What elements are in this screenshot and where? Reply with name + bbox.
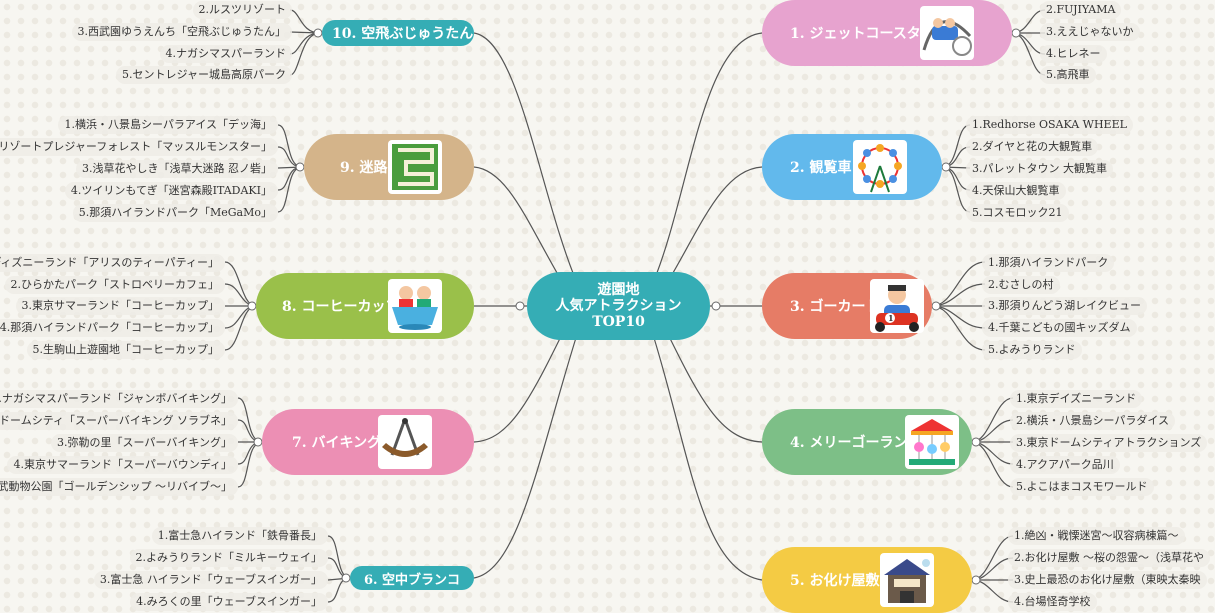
list-item: 4.ツイリンもてぎ「迷宮森殿ITADAKI」 [64, 182, 278, 200]
branch-label: 9. 迷路 [340, 160, 388, 176]
merry-go-round-icon [905, 415, 959, 469]
list-item: 1.那須ハイランドパーク [982, 254, 1115, 272]
list-item: 3.那須りんどう湖レイクビュー [982, 297, 1147, 315]
branch-go-kart[interactable]: 3. ゴーカート 1 [762, 273, 932, 339]
list-item: 4.東京サマーランド「スーパーバウンディ」 [7, 456, 238, 474]
list-item: 4.みろくの里「ウェーブスインガー」 [130, 593, 328, 611]
coffee-cup-icon [388, 279, 442, 333]
branch-label: 7. バイキング [292, 435, 382, 451]
list-item: 2.むさしの村 [982, 276, 1060, 294]
branch-label: 1. ジェットコースター [790, 26, 935, 42]
list-item: 3.ええじゃないか [1040, 23, 1140, 41]
branch-label: 2. 観覧車 [790, 160, 852, 176]
list-item: 1.横浜・八景島シーパラアイス「デッ海」 [58, 116, 278, 134]
list-item: 4.アクアパーク品川 [1010, 456, 1120, 474]
list-item: 武動物公園「ゴールデンシップ ～リバイブ～」 [0, 478, 238, 496]
list-item: 5.よこはまコスモワールド [1010, 478, 1154, 496]
list-item: 2.ひらかたパーク「ストロベリーカフェ」 [4, 276, 225, 294]
branch-label: 5. お化け屋敷 [790, 573, 880, 589]
list-item: 4.天保山大観覧車 [966, 182, 1066, 200]
branch-label: 4. メリーゴーランド [790, 435, 922, 451]
list-item: 4.那須ハイランドパーク「コーヒーカップ」 [0, 319, 225, 337]
list-item: 3.富士急 ハイランド「ウェーブスインガー」 [93, 571, 328, 589]
central-topic-line1: 遊園地 [597, 282, 640, 298]
list-item: 3.東京ドームシティアトラクションズ [1010, 434, 1208, 452]
list-item: 4.ナガシマスパーランド [159, 45, 292, 63]
list-item: 2.ルスツリゾート [192, 1, 292, 19]
list-item: 2.お化け屋敷 ～桜の怨霊～（浅草花や [1008, 549, 1210, 567]
list-item: 5.セントレジャー城島高原パーク [116, 66, 292, 84]
list-item: 1.東京デイズニーランド [1010, 390, 1143, 408]
branch-roller-coaster[interactable]: 1. ジェットコースター [762, 0, 1012, 66]
list-item: 5.コスモロック21 [966, 204, 1069, 222]
list-item: 4.千葉こどもの國キッズダム [982, 319, 1137, 337]
list-item: 1.富士急ハイランド「鉄骨番長」 [151, 527, 328, 545]
roller-coaster-icon [920, 6, 974, 60]
branch-label: 10. 空飛ぶじゅうたん [332, 26, 474, 42]
branch-label: 3. ゴーカート [790, 299, 880, 315]
branch-maze[interactable]: 9. 迷路 [304, 134, 474, 200]
list-item: 5.よみうりランド [982, 341, 1082, 359]
list-item: 2.ダイヤと花の大観覧車 [966, 138, 1099, 156]
central-topic-line3: TOP10 [592, 314, 645, 330]
central-topic[interactable]: 遊園地 人気アトラクション TOP10 [527, 272, 710, 340]
branch-flying-carpet[interactable]: 10. 空飛ぶじゅうたん [322, 20, 474, 46]
list-item: .ディズニーランド「アリスのティーパティー」 [0, 254, 225, 272]
list-item: 4.ヒレネー [1040, 45, 1107, 63]
list-item: 3.弥勒の里「スーパーバイキング」 [51, 434, 238, 452]
svg-text:1: 1 [888, 313, 894, 323]
branch-ferris-wheel[interactable]: 2. 観覧車 [762, 134, 942, 200]
maze-icon [388, 140, 442, 194]
list-item: 4.台場怪奇学校 [1008, 593, 1097, 611]
go-kart-icon: 1 [870, 279, 924, 333]
branch-label: 6. 空中ブランコ [363, 572, 461, 588]
list-item: 3.史上最恐のお化け屋敷（東映太秦映 [1008, 571, 1207, 589]
haunted-house-icon [880, 553, 934, 607]
list-item: 3.パレットタウン 大観覧車 [966, 160, 1113, 178]
branch-viking[interactable]: 7. バイキング [262, 409, 474, 475]
branch-coffee-cup[interactable]: 8. コーヒーカップ [256, 273, 474, 339]
branch-flying-swing[interactable]: 6. 空中ブランコ [350, 566, 474, 590]
list-item: 2.FUJIYAMA [1040, 1, 1122, 19]
list-item: 3.浅草花やしき「浅草大迷路 忍ノ砦」 [76, 160, 278, 178]
list-item: 5.那須ハイランドパーク「MeGaMo」 [72, 204, 278, 222]
list-item: み湖リゾートプレジャーフォレスト「マッスルモンスター」 [0, 138, 278, 156]
list-item: 2.よみうりランド「ミルキーウェイ」 [129, 549, 328, 567]
branch-haunted-house[interactable]: 5. お化け屋敷 [762, 547, 972, 613]
list-item: 1.Redhorse OSAKA WHEEL [966, 116, 1133, 134]
list-item: 5.高飛車 [1040, 66, 1096, 84]
list-item: 5.生駒山上遊園地「コーヒーカップ」 [26, 341, 225, 359]
branch-merry-go-round[interactable]: 4. メリーゴーランド [762, 409, 972, 475]
list-item: 3.東京サマーランド「コーヒーカップ」 [15, 297, 225, 315]
list-item: 1.ナガシマスパーランド「ジャンボバイキング」 [0, 390, 238, 408]
list-item: 3.西武園ゆうえんち「空飛ぶじゅうたん」 [71, 23, 292, 41]
list-item: 1.絶凶・戦慄迷宮～収容病棟篇～ [1008, 527, 1185, 545]
central-topic-line2: 人気アトラクション [555, 298, 682, 314]
ferris-wheel-icon [853, 140, 907, 194]
list-item: 2.横浜・八景島シーパラダイス [1010, 412, 1176, 430]
branch-label: 8. コーヒーカップ [282, 299, 400, 315]
list-item: ドームシティ「スーパーバイキング ソラブネ」 [0, 412, 238, 430]
viking-ship-icon [378, 415, 432, 469]
